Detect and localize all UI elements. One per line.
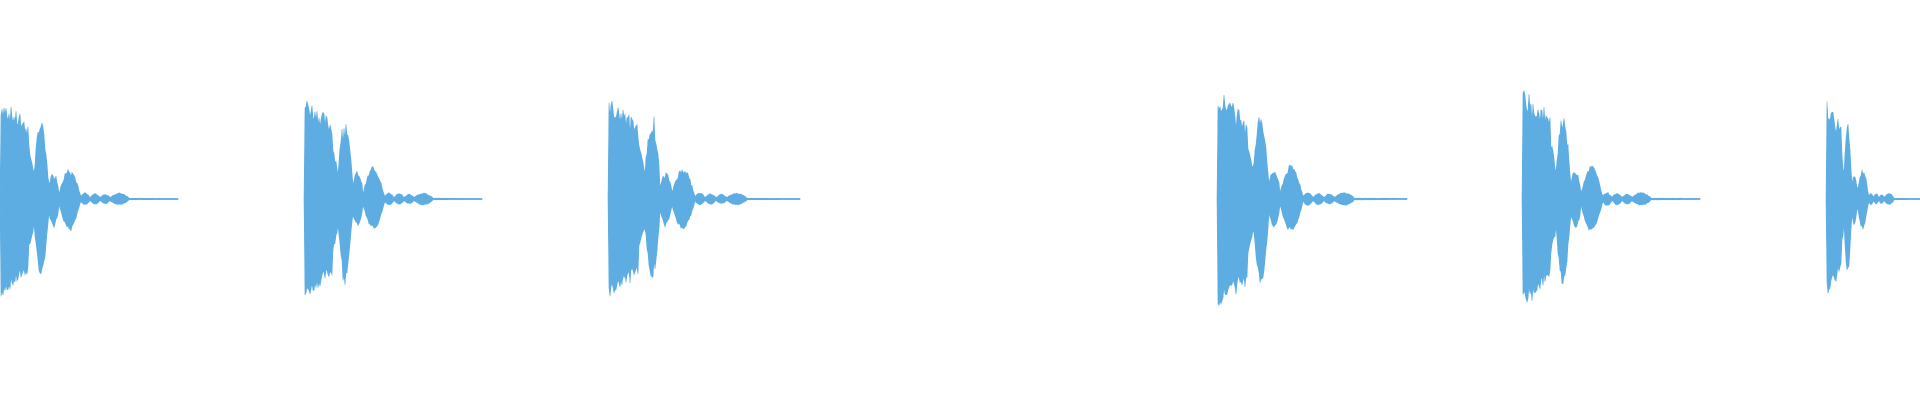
waveform-clip-1 (0, 106, 179, 297)
waveform-clip-2 (303, 101, 483, 296)
waveform-clip-5 (1521, 90, 1701, 303)
waveform-clip-6 (1825, 101, 1920, 294)
waveform-clips (0, 90, 1920, 306)
waveform-clip-4 (1216, 94, 1408, 306)
